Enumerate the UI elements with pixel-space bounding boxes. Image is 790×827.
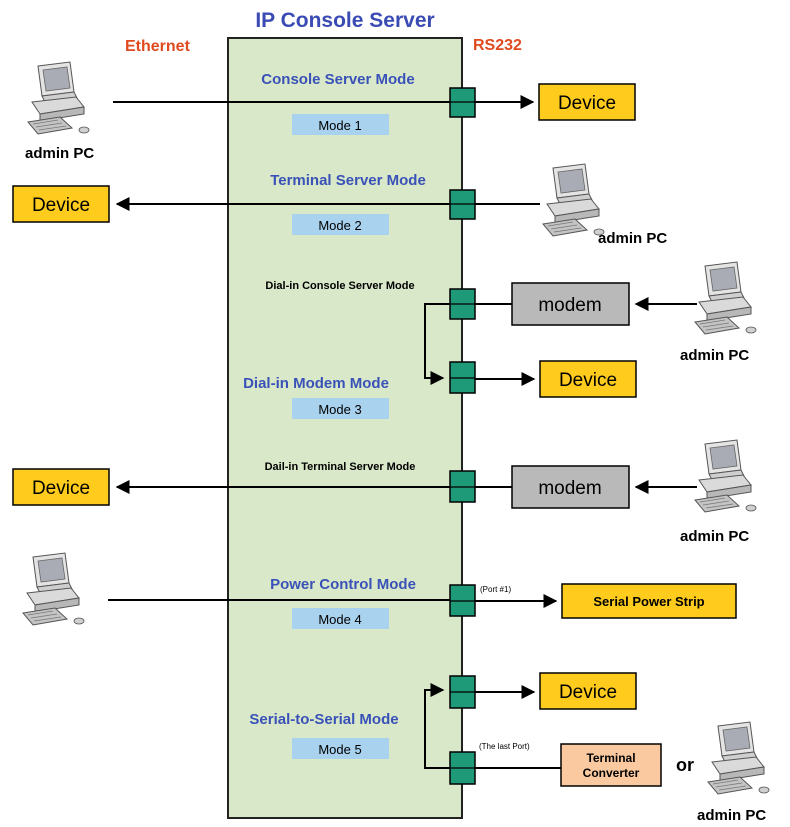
last-port-note: (The last Port) <box>479 742 530 751</box>
mode-label-power-control: Power Control Mode <box>270 576 416 593</box>
device-box <box>539 360 637 398</box>
mode-label-terminal-server: Terminal Server Mode <box>270 172 426 189</box>
modem-box <box>511 282 630 326</box>
device-label: Device <box>32 195 90 216</box>
admin-pc-icon <box>707 721 770 795</box>
admin-pc-icon <box>694 439 757 513</box>
mode-badge-label: Mode 4 <box>318 612 361 627</box>
terminal-converter-box <box>560 743 662 787</box>
rs232-label: RS232 <box>473 37 522 54</box>
admin-pc-icon <box>542 163 605 237</box>
diagram-title: IP Console Server <box>255 9 434 32</box>
device-box <box>538 83 636 121</box>
modem-label: modem <box>538 295 601 316</box>
device-label: Device <box>559 682 617 703</box>
mode-badge <box>292 114 389 135</box>
terminal-converter-label-line2: Converter <box>583 766 640 780</box>
modem-box <box>511 465 630 509</box>
admin-pc-label: admin PC <box>598 230 667 247</box>
admin-pc-icon <box>694 261 757 335</box>
internal-link-arrow <box>424 683 450 769</box>
admin-pc-label: admin PC <box>680 528 749 545</box>
device-label: Device <box>558 93 616 114</box>
mode-label-dialin-console: Dial-in Console Server Mode <box>265 280 414 292</box>
mode-badge-label: Mode 5 <box>318 742 361 757</box>
mode-badge-label: Mode 2 <box>318 218 361 233</box>
admin-pc-label: admin PC <box>25 145 94 162</box>
mode-badge <box>292 398 389 419</box>
device-box <box>12 185 110 223</box>
server-body <box>227 37 463 819</box>
device-box <box>12 468 110 506</box>
admin-pc-label: admin PC <box>680 347 749 364</box>
mode-label-dialin-terminal: Dail-in Terminal Server Mode <box>265 461 416 473</box>
ethernet-label: Ethernet <box>125 38 191 55</box>
mode-badge <box>292 738 389 759</box>
power-strip-box <box>561 583 737 619</box>
mode-badge-label: Mode 1 <box>318 118 361 133</box>
mode-label-serial-to-serial: Serial-to-Serial Mode <box>249 711 398 728</box>
device-label: Device <box>559 370 617 391</box>
mode-label-console-server: Console Server Mode <box>261 71 414 88</box>
mode-badge <box>292 608 389 629</box>
modem-label: modem <box>538 478 601 499</box>
internal-link-arrow <box>424 303 450 385</box>
power-strip-label: Serial Power Strip <box>593 594 704 609</box>
terminal-converter-label-line1: Terminal <box>586 751 635 765</box>
mode-badge-label: Mode 3 <box>318 402 361 417</box>
pc-icon <box>22 552 85 626</box>
device-label: Device <box>32 478 90 499</box>
admin-pc-label: admin PC <box>697 807 766 824</box>
admin-pc-icon <box>27 61 90 135</box>
mode-badge <box>292 214 389 235</box>
port-number-note: (Port #1) <box>480 585 511 594</box>
device-box <box>539 672 637 710</box>
mode-label-dialin-modem: Dial-in Modem Mode <box>243 375 389 392</box>
or-label: or <box>676 755 694 775</box>
